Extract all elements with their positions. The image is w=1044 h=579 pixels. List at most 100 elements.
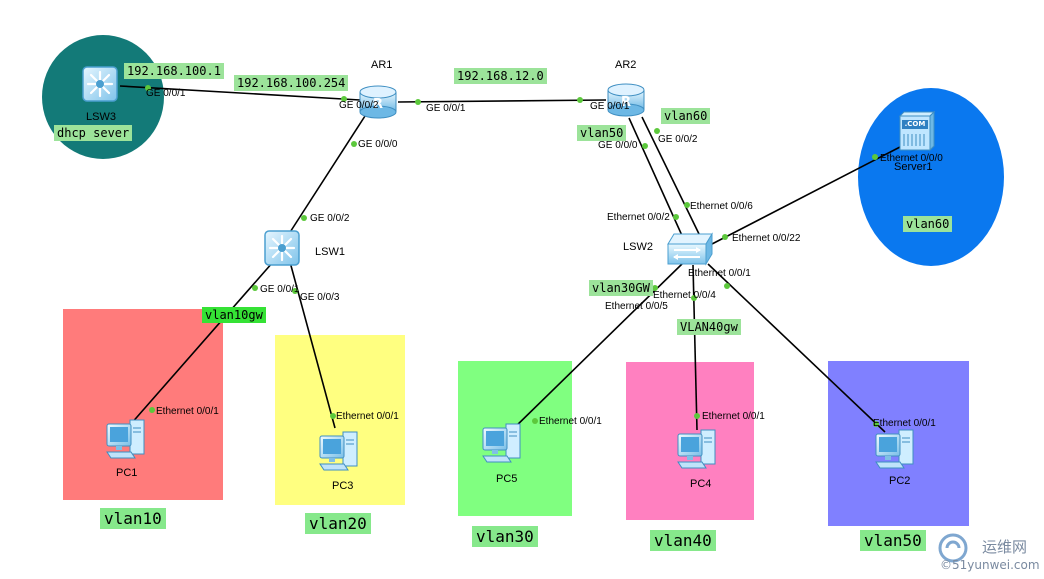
port-dot [341, 96, 347, 102]
vlan60-server-tag: vlan60 [903, 216, 953, 232]
pc3-label: PC3 [332, 480, 354, 492]
lsw3-label: LSW3 [86, 111, 116, 123]
port-label: Ethernet 0/0/6 [690, 201, 753, 212]
port-dot [724, 283, 730, 289]
vlan10gw-tag: vlan10gw [202, 307, 266, 323]
device-lsw2[interactable] [666, 230, 714, 268]
device-pc5[interactable] [481, 420, 527, 466]
link-lsw2-pc2 [707, 263, 886, 433]
link-ar1-lsw1 [284, 115, 366, 241]
port-label: GE 0/0/3 [300, 292, 340, 303]
vlan10-zone [63, 309, 223, 500]
device-pc1[interactable] [105, 416, 151, 462]
switch-icon [264, 230, 300, 266]
switch-icon [667, 232, 713, 266]
port-label: Ethernet 0/0/1 [688, 268, 751, 279]
port-label: GE 0/0/1 [426, 103, 466, 114]
device-ar2[interactable]: R [606, 82, 646, 118]
port-label: GE 0/0/1 [590, 101, 630, 112]
port-dot [351, 141, 357, 147]
vlan50-caption: vlan50 [860, 530, 926, 551]
server-icon [898, 110, 936, 152]
pc-icon [875, 429, 914, 469]
ip-tag-lsw3: 192.168.100.1 [124, 63, 224, 79]
port-dot [292, 288, 298, 294]
port-label: Ethernet 0/0/1 [873, 418, 936, 429]
port-dot [577, 97, 583, 103]
svg-text:R: R [373, 97, 383, 112]
ip-tag-ar1: 192.168.100.254 [234, 75, 349, 91]
device-server1[interactable]: .COM [896, 108, 936, 154]
link-lsw1-pc1 [129, 261, 274, 426]
port-dot [642, 143, 648, 149]
port-label: GE 0/0/0 [358, 139, 398, 150]
port-label: Ethernet 0/0/4 [653, 290, 716, 301]
port-label: GE 0/0/2 [658, 134, 698, 145]
pc4-label: PC4 [690, 478, 712, 490]
device-pc2[interactable] [874, 426, 920, 472]
link-ar2-lsw2-b [641, 116, 701, 237]
port-dot [145, 85, 151, 91]
port-label: Ethernet 0/0/1 [539, 416, 602, 427]
link-ar1-ar2 [397, 99, 607, 103]
port-dot [722, 234, 728, 240]
pc-icon [319, 431, 358, 471]
vlan20-zone [275, 335, 405, 505]
port-dot [652, 285, 658, 291]
device-pc3[interactable] [318, 428, 364, 474]
pc-icon [677, 429, 716, 469]
pc1-label: PC1 [116, 467, 138, 479]
vlan60-ar2-tag: vlan60 [661, 108, 711, 124]
vlan40-caption: vlan40 [650, 530, 716, 551]
port-label: Ethernet 0/0/0 [880, 153, 943, 164]
watermark-logo-icon [938, 533, 968, 563]
port-dot [415, 99, 421, 105]
port-dot [532, 418, 538, 424]
port-dot [673, 214, 679, 220]
port-dot [684, 202, 690, 208]
device-pc4[interactable] [676, 426, 722, 472]
port-label: GE 0/0/1 [260, 284, 300, 295]
router-icon: R [359, 85, 397, 119]
link-lsw2-pc4 [692, 264, 698, 431]
pc5-label: PC5 [496, 473, 518, 485]
port-dot [149, 407, 155, 413]
device-ar1[interactable]: R [358, 84, 398, 120]
port-dot [301, 215, 307, 221]
port-dot [873, 421, 879, 427]
watermark-line1: 运维网 [982, 538, 1028, 556]
lsw1-label: LSW1 [315, 246, 345, 258]
device-lsw3[interactable] [80, 64, 120, 104]
port-dot [694, 413, 700, 419]
vlan30gw-tag: vlan30GW [589, 280, 653, 296]
server1-label: Server1 [894, 161, 933, 173]
pc-icon [482, 423, 521, 463]
switch-icon [82, 66, 118, 102]
ar1-label: AR1 [371, 59, 393, 71]
pc-icon [106, 419, 145, 459]
link-lsw3-ar1 [119, 85, 361, 101]
link-lsw2-server [711, 146, 901, 245]
port-dot [654, 128, 660, 134]
port-label: Ethernet 0/0/1 [156, 406, 219, 417]
watermark-line2: ©51yunwei.com [940, 558, 1040, 572]
port-label: Ethernet 0/0/1 [336, 411, 399, 422]
router-icon: R [607, 83, 645, 117]
link-lsw2-pc5 [509, 263, 683, 433]
ip-tag-link: 192.168.12.0 [454, 68, 547, 84]
vlan10-caption: vlan10 [100, 508, 166, 529]
port-dot [252, 285, 258, 291]
vlan40gw-tag: VLAN40gw [677, 319, 741, 335]
device-lsw1[interactable] [262, 228, 302, 268]
port-dot [872, 154, 878, 160]
vlan20-caption: vlan20 [305, 513, 371, 534]
port-label: GE 0/0/2 [339, 100, 379, 111]
lsw2-label: LSW2 [623, 241, 653, 253]
port-label: Ethernet 0/0/1 [702, 411, 765, 422]
dhcp-tag: dhcp sever [54, 125, 133, 141]
vlan50-ar2-tag: vlan50 [577, 125, 627, 141]
port-dot [691, 295, 697, 301]
server-badge: .COM [904, 120, 926, 128]
